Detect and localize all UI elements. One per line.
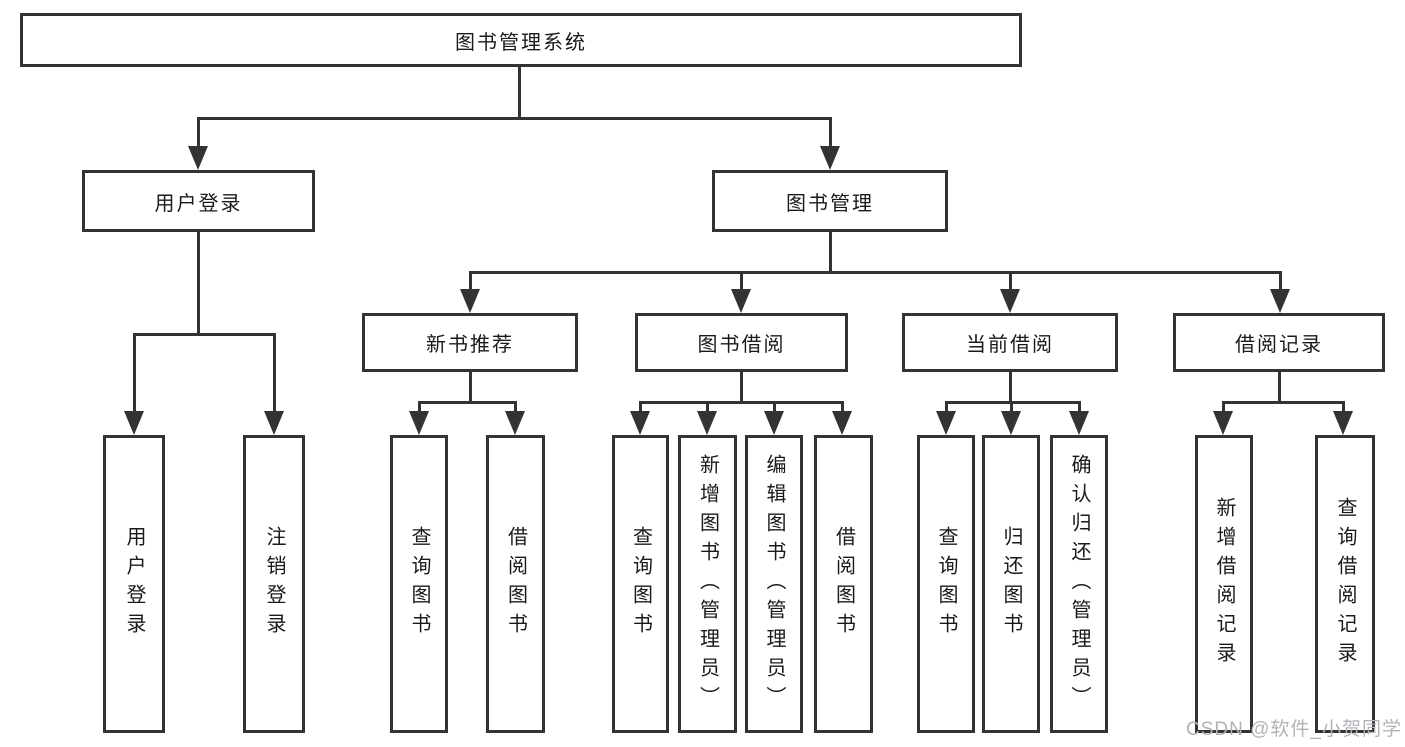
connector-line [1010,401,1013,413]
leaf-query-books-2-label: 查询图书 [629,526,652,642]
connector-line [418,401,517,404]
leaf-add-borrow-record: 新增借阅记录 [1195,435,1253,733]
leaf-add-book-admin: 新增图书（管理员） [678,435,737,733]
node-new-book-recommend-label: 新书推荐 [426,334,514,356]
leaf-query-books-3-label: 查询图书 [935,526,957,642]
leaf-edit-book-admin-label: 编辑图书（管理员） [763,453,785,715]
connector-line [514,401,517,413]
connector-line [829,117,832,150]
arrow-down-icon [697,411,717,435]
arrow-down-icon [1069,411,1089,435]
arrow-down-icon [1000,289,1020,313]
leaf-borrow-books-2: 借阅图书 [814,435,873,733]
arrow-down-icon [1333,411,1353,435]
connector-line [197,117,832,120]
connector-line [469,271,1282,274]
connector-line [1279,271,1282,291]
leaf-borrow-books-2-label: 借阅图书 [832,526,855,642]
node-root: 图书管理系统 [20,13,1022,67]
connector-line [829,231,832,274]
connector-line [1078,401,1081,413]
leaf-query-books-2: 查询图书 [612,435,669,733]
connector-line [469,371,472,404]
connector-line [273,333,276,413]
arrow-down-icon [764,411,784,435]
node-book-borrow: 图书借阅 [635,313,848,372]
connector-line [773,401,776,413]
leaf-logout-label: 注销登录 [263,526,285,642]
connector-line [197,231,200,336]
node-book-borrow-label: 图书借阅 [697,334,786,356]
connector-line [639,401,642,413]
arrow-down-icon [409,411,429,435]
leaf-user-login: 用户登录 [103,435,165,733]
arrow-down-icon [630,411,650,435]
leaf-confirm-return-admin-label: 确认归还（管理员） [1068,453,1090,715]
connector-line [133,333,276,336]
node-current-borrow-label: 当前借阅 [966,334,1054,356]
leaf-logout: 注销登录 [243,435,305,733]
node-user-login-label: 用户登录 [154,192,243,215]
leaf-query-borrow-record-label: 查询借阅记录 [1334,497,1356,671]
connector-line [197,117,200,150]
connector-line [418,401,421,413]
connector-line [639,401,844,404]
connector-line [133,333,136,413]
connector-line [740,271,743,291]
arrow-down-icon [505,411,525,435]
leaf-borrow-books-1-label: 借阅图书 [504,526,527,642]
arrow-down-icon [1270,289,1290,313]
node-book-management: 图书管理 [712,170,948,232]
arrow-down-icon [188,146,208,170]
node-new-book-recommend: 新书推荐 [362,313,578,372]
leaf-return-books: 归还图书 [982,435,1040,733]
arrow-down-icon [820,146,840,170]
leaf-query-books-1: 查询图书 [390,435,448,733]
connector-line [1278,371,1281,404]
connector-line [1009,271,1012,291]
leaf-borrow-books-1: 借阅图书 [486,435,545,733]
leaf-query-books-3: 查询图书 [917,435,975,733]
node-current-borrow: 当前借阅 [902,313,1118,372]
leaf-add-borrow-record-label: 新增借阅记录 [1213,497,1235,671]
connector-line [469,271,472,291]
arrow-down-icon [460,289,480,313]
connector-line [945,401,1081,404]
leaf-return-books-label: 归还图书 [1000,526,1022,642]
leaf-query-books-1-label: 查询图书 [408,526,430,642]
arrow-down-icon [731,289,751,313]
arrow-down-icon [124,411,144,435]
leaf-query-borrow-record: 查询借阅记录 [1315,435,1375,733]
connector-line [1222,401,1225,413]
arrow-down-icon [1213,411,1233,435]
connector-line [740,371,743,404]
arrow-down-icon [832,411,852,435]
node-book-management-label: 图书管理 [786,192,874,215]
connector-line [1009,371,1012,404]
connector-line [841,401,844,413]
arrow-down-icon [936,411,956,435]
leaf-edit-book-admin: 编辑图书（管理员） [745,435,803,733]
connector-line [706,401,709,413]
arrow-down-icon [1001,411,1021,435]
leaf-add-book-admin-label: 新增图书（管理员） [696,453,719,715]
leaf-user-login-label: 用户登录 [123,526,145,642]
arrow-down-icon [264,411,284,435]
connector-line [945,401,948,413]
watermark: CSDN @软件_小贺同学 [1186,719,1402,740]
connector-line [518,66,521,119]
node-borrow-records: 借阅记录 [1173,313,1385,372]
node-borrow-records-label: 借阅记录 [1235,334,1323,356]
connector-line [1222,401,1345,404]
connector-line [1342,401,1345,413]
leaf-confirm-return-admin: 确认归还（管理员） [1050,435,1108,733]
node-user-login: 用户登录 [82,170,315,232]
node-root-label: 图书管理系统 [455,31,587,54]
